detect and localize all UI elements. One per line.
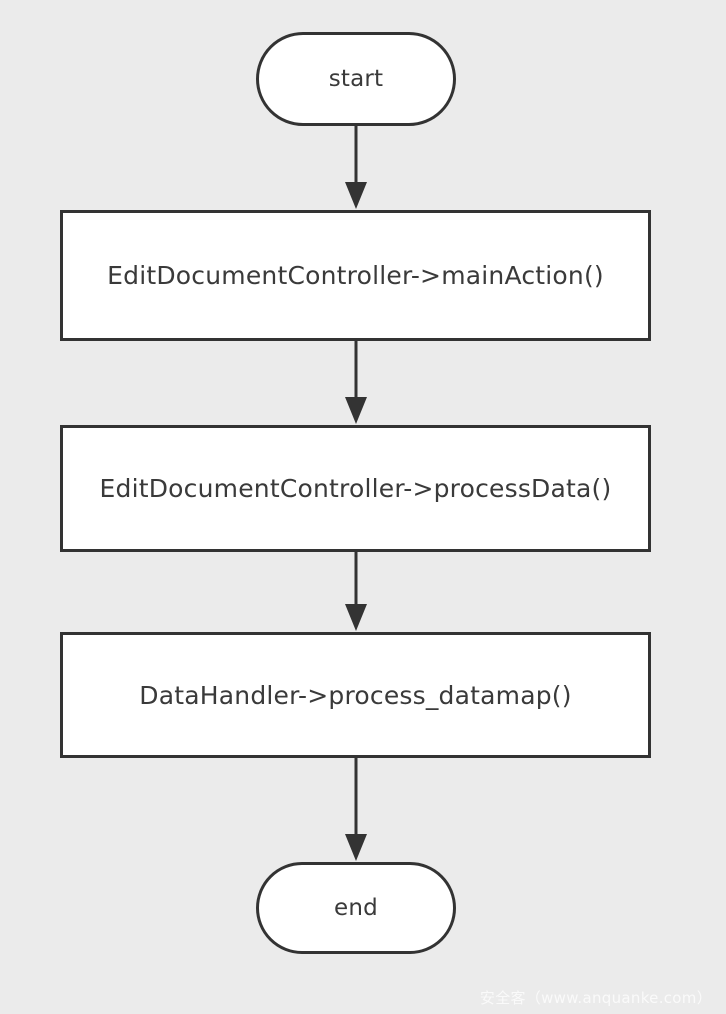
flow-node-main-action[interactable]: EditDocumentController->mainAction() <box>60 210 651 341</box>
edge-process-datamap-to-end <box>345 758 367 861</box>
flow-node-process-data-label: EditDocumentController->processData() <box>99 474 612 503</box>
flow-node-start-label: start <box>328 65 384 92</box>
watermark-text: 安全客（www.anquanke.com） <box>479 989 712 1007</box>
flow-node-process-datamap[interactable]: DataHandler->process_datamap() <box>60 632 651 758</box>
edge-start-to-main-action <box>345 126 367 209</box>
edge-main-action-to-process-data <box>345 341 367 424</box>
flow-node-process-datamap-label: DataHandler->process_datamap() <box>139 680 572 710</box>
flow-node-start[interactable]: start <box>256 32 456 126</box>
flow-node-end[interactable]: end <box>256 862 456 954</box>
flow-node-process-data[interactable]: EditDocumentController->processData() <box>60 425 651 552</box>
flow-node-end-label: end <box>334 894 378 921</box>
edge-process-data-to-process-datamap <box>345 552 367 631</box>
flow-node-main-action-label: EditDocumentController->mainAction() <box>107 261 604 290</box>
